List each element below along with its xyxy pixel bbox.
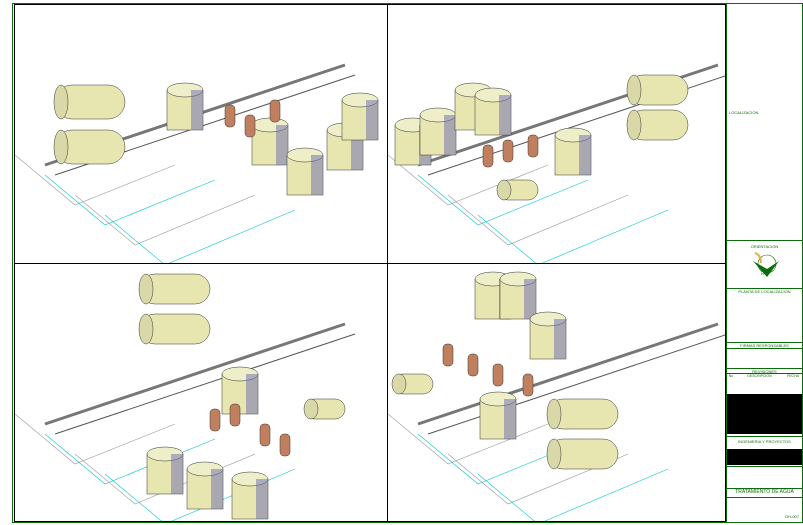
filter-vessel [527, 134, 539, 158]
tank-shade [171, 454, 183, 494]
tank-head [138, 273, 154, 305]
filter-vessel [259, 423, 271, 447]
pipe-rack [427, 334, 725, 435]
tank-head [626, 109, 642, 141]
logo-block [727, 394, 802, 434]
tank-head [391, 373, 407, 395]
tank-shade [366, 100, 378, 140]
pipe-rack [417, 322, 719, 426]
title-block: LOCALIZACION ORIENTACION N PLANTA DE LOC… [726, 3, 803, 523]
tank-shade [191, 90, 203, 130]
filter-vessel [522, 373, 534, 397]
floor-plan-line [477, 468, 669, 521]
signatures-table [727, 348, 802, 369]
tank-head [53, 84, 69, 120]
company-block [727, 449, 802, 465]
viewport-1[interactable] [14, 4, 388, 264]
viewport-4[interactable] [387, 263, 726, 522]
tank-shade [579, 135, 591, 175]
tank-shade [256, 479, 268, 519]
rev-col-no: No [728, 374, 734, 378]
tank-shade [444, 115, 456, 155]
filter-vessel [442, 343, 454, 367]
filter-vessel [244, 114, 256, 138]
filter-vessel [224, 104, 236, 128]
tank-head [53, 129, 69, 165]
rev-col-desc: DESCRIPCION [747, 374, 772, 378]
tank-head [546, 398, 562, 430]
filter-vessel [269, 99, 281, 123]
filter-vessel [482, 144, 494, 168]
filter-vessel [467, 353, 479, 377]
pipe-rack [54, 333, 356, 435]
tank-shade [554, 319, 566, 359]
filter-vessel [209, 408, 221, 432]
tank-head [546, 438, 562, 470]
company-name: INGENIERIA Y PROYECTOS [738, 439, 791, 444]
tank-head [496, 179, 512, 201]
signatures-title: FIRMAS RESPONSABLES [740, 343, 789, 348]
tank-head [626, 74, 642, 106]
tank-shade [211, 469, 223, 509]
filter-vessel [502, 139, 514, 163]
tank-head [138, 313, 154, 345]
filter-vessel [279, 433, 291, 457]
floor-plan-line [477, 209, 669, 263]
floor-plan-line [388, 413, 549, 465]
tank-shade [504, 399, 516, 439]
floor-plan-line [417, 174, 589, 226]
floor-plan-line [104, 209, 296, 263]
sheet-number: DH-007 [785, 514, 799, 519]
drawing-title: TRATAMIENTO DE AGUA [735, 489, 794, 495]
filter-vessel [229, 403, 241, 427]
orientation-section: ORIENTACION N [727, 240, 802, 289]
pipe-rack [44, 322, 346, 426]
north-label: N [761, 271, 764, 276]
project-label: LOCALIZACION [729, 110, 759, 115]
tank-shade [524, 279, 536, 319]
floor-plan-line [74, 194, 256, 246]
orientation-title: ORIENTACION [750, 244, 779, 249]
floor-plan-line [447, 453, 629, 505]
revisions-title: REVISIONES [752, 369, 777, 374]
filter-vessel [492, 363, 504, 387]
tank-shade [311, 155, 323, 195]
location-title: PLANTA DE LOCALIZACION [738, 289, 791, 294]
floor-plan-line [388, 154, 549, 206]
viewport-3[interactable] [14, 263, 388, 522]
floor-plan-line [15, 413, 176, 465]
floor-plan-line [447, 194, 629, 246]
floor-plan-line [44, 174, 216, 226]
tank-head [303, 398, 319, 420]
viewport-2[interactable] [387, 4, 726, 264]
tank-shade [499, 95, 511, 135]
floor-plan-line [15, 154, 176, 206]
tank-shade [246, 374, 258, 414]
north-arrow-icon [752, 252, 779, 277]
tank-shade [276, 125, 288, 165]
rev-col-date: FECHA [787, 374, 799, 378]
